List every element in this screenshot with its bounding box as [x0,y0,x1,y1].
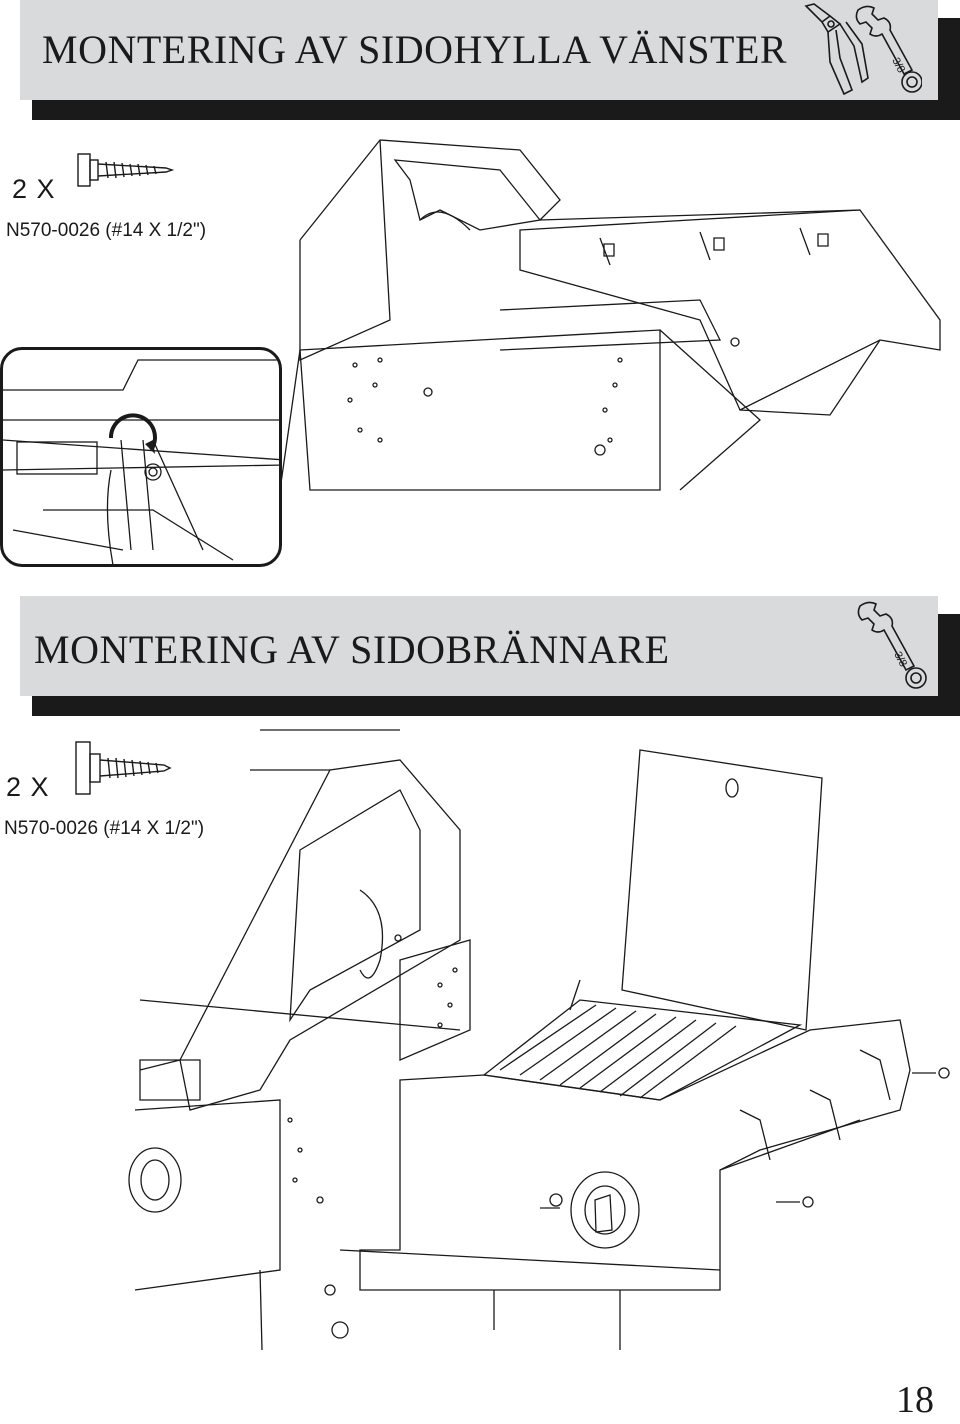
screw-icon [776,1197,813,1207]
section2-part-number: N570-0026 (#14 X 1/2") [4,818,205,839]
wrench-size-label: 3/8 [889,56,907,75]
section1-header: MONTERING AV SIDOHYLLA VÄNSTER [20,0,938,100]
wrench-icon: 3/8 [855,5,922,93]
pliers-icon [804,3,869,96]
section2-title: MONTERING AV SIDOBRÄNNARE [34,627,670,672]
screw-icon [75,741,172,795]
wrench-icon: 3/8 [857,601,927,689]
section2-quantity: 2 X [6,772,50,802]
page-number: 18 [896,1379,934,1421]
side-burner-illustration [0,730,960,1350]
section1-quantity: 2 X [12,174,56,204]
section1-title: MONTERING AV SIDOHYLLA VÄNSTER [42,27,788,72]
detail-inset [0,347,282,567]
screw-icon [77,153,175,187]
side-shelf-illustration [0,120,960,500]
section2-header: MONTERING AV SIDOBRÄNNARE [20,596,938,696]
detail-inset-drawing [3,359,279,564]
screw-icon [912,1068,949,1078]
section1-part-number: N570-0026 (#14 X 1/2") [6,220,207,241]
rotate-arrow-icon [108,413,157,452]
